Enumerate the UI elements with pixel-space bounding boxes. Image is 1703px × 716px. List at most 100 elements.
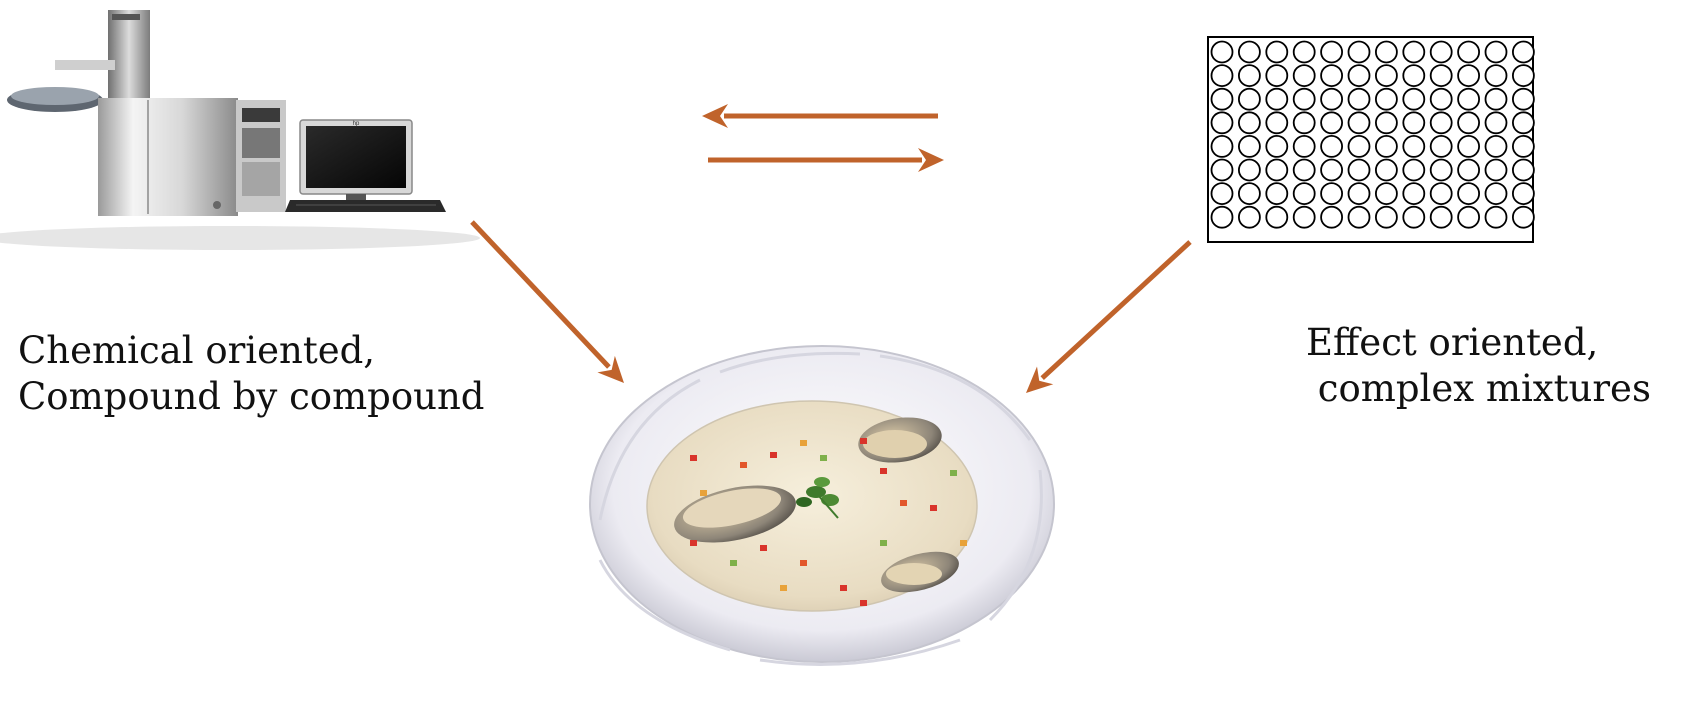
well [1266,183,1287,204]
well [1376,65,1397,86]
label-left-line1: Chemical oriented, [18,328,484,374]
monitor-brand: hp [353,121,360,127]
autosampler-cap [112,14,140,20]
well [1212,42,1233,63]
well [1431,65,1452,86]
well [1376,207,1397,228]
well [1294,42,1315,63]
well [1349,160,1370,181]
vegetable-piece [840,585,847,591]
well [1349,112,1370,133]
keyboard [285,200,446,212]
well [1321,160,1342,181]
monitor-screen [306,126,406,188]
well [1321,207,1342,228]
well [1239,160,1260,181]
well [1294,160,1315,181]
well [1239,207,1260,228]
vegetable-piece [860,600,867,606]
well [1458,136,1479,157]
gc-oven [98,98,238,216]
label-effect-oriented: Effect oriented, complex mixtures [1306,320,1651,412]
well [1212,136,1233,157]
well [1431,89,1452,110]
vegetable-piece [930,505,937,511]
well [1294,65,1315,86]
vegetable-piece [900,500,907,506]
well [1513,65,1534,86]
gc-keypad-lower [242,162,280,196]
clam-bottom-meat [886,563,942,585]
vegetable-piece [700,490,707,496]
arrow-plate-to-food [1026,242,1190,393]
well [1212,65,1233,86]
well [1376,112,1397,133]
well [1266,65,1287,86]
well [1403,160,1424,181]
vegetable-piece [730,560,737,566]
monitor-stand [346,194,366,201]
well [1513,160,1534,181]
well [1321,183,1342,204]
well [1294,136,1315,157]
well [1349,89,1370,110]
well [1266,112,1287,133]
gc-keypad [242,128,280,158]
well [1486,112,1507,133]
well [1239,65,1260,86]
well [1321,89,1342,110]
well [1321,112,1342,133]
arrow-to-plate [708,148,944,172]
arrow-plate-to-food-shaft [1042,242,1190,378]
well [1239,42,1260,63]
vegetable-piece [690,540,697,546]
well [1239,183,1260,204]
vegetable-piece [950,470,957,476]
vegetable-piece [960,540,967,546]
vegetable-piece [690,455,697,461]
well [1458,160,1479,181]
clam-chowder-bowl-icon [590,346,1054,665]
vegetable-piece [740,462,747,468]
well [1513,89,1534,110]
vegetable-piece [780,585,787,591]
well [1212,160,1233,181]
gc-ms-instrument-icon: hp [0,10,480,250]
clam-top-meat [863,430,927,458]
gc-display [242,108,280,122]
well [1513,183,1534,204]
well [1431,183,1452,204]
vegetable-piece [800,440,807,446]
well [1458,183,1479,204]
well [1513,42,1534,63]
well [1486,136,1507,157]
well [1294,89,1315,110]
well [1212,207,1233,228]
well [1212,89,1233,110]
well [1458,207,1479,228]
well [1486,42,1507,63]
well [1376,160,1397,181]
96-well-plate-icon [1208,37,1534,242]
arrow-instrument-to-food-shaft [472,222,609,367]
well [1486,183,1507,204]
well [1458,112,1479,133]
well [1349,136,1370,157]
vegetable-piece [880,540,887,546]
well [1513,207,1534,228]
well [1294,183,1315,204]
well [1486,160,1507,181]
well [1239,112,1260,133]
well [1266,207,1287,228]
well [1239,136,1260,157]
well [1431,112,1452,133]
well [1212,112,1233,133]
vegetable-piece [770,452,777,458]
label-left-line2: Compound by compound [18,374,484,420]
well [1376,136,1397,157]
well [1458,65,1479,86]
well [1403,183,1424,204]
well [1403,89,1424,110]
well [1294,112,1315,133]
